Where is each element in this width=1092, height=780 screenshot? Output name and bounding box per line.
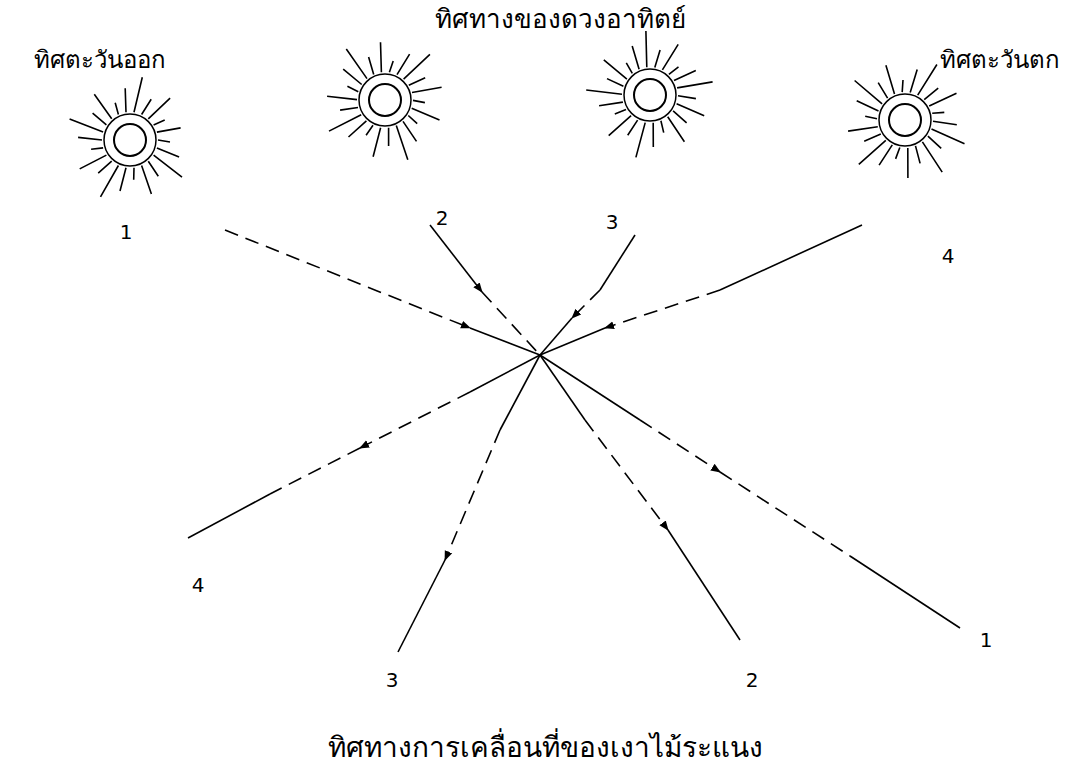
sun-disc [634,79,666,111]
direction-label: ทิศตะวันออก [34,46,166,75]
sun-rays [70,77,182,197]
callout-number: 4 [192,573,205,597]
sun-disc [369,84,401,116]
callout-number: 2 [746,668,759,692]
sun-rays [586,31,712,157]
sun-rays [848,65,964,178]
diagram-title: ทิศทางของดวงอาทิตย์ [435,4,686,35]
callout-number: 3 [386,668,399,692]
callout-number: 1 [980,628,993,652]
callout-number: 1 [120,220,133,244]
direction-label: ทิศตะวันตก [940,46,1060,75]
sun-disc [889,104,921,136]
callout-number: 4 [942,244,955,268]
sun-rays [327,42,442,160]
sun-corona [879,94,931,146]
ray-lines [188,225,960,652]
sun-group [70,31,965,197]
sun-corona [624,69,676,121]
sun-corona [359,74,411,126]
sun-corona [104,114,156,166]
sun-disc [114,124,146,156]
diagram-caption: ทิศทางการเคลื่อนที่ของเงาไม้ระแนง [328,731,763,765]
callout-number: 3 [606,210,619,234]
callout-number: 2 [436,206,449,230]
